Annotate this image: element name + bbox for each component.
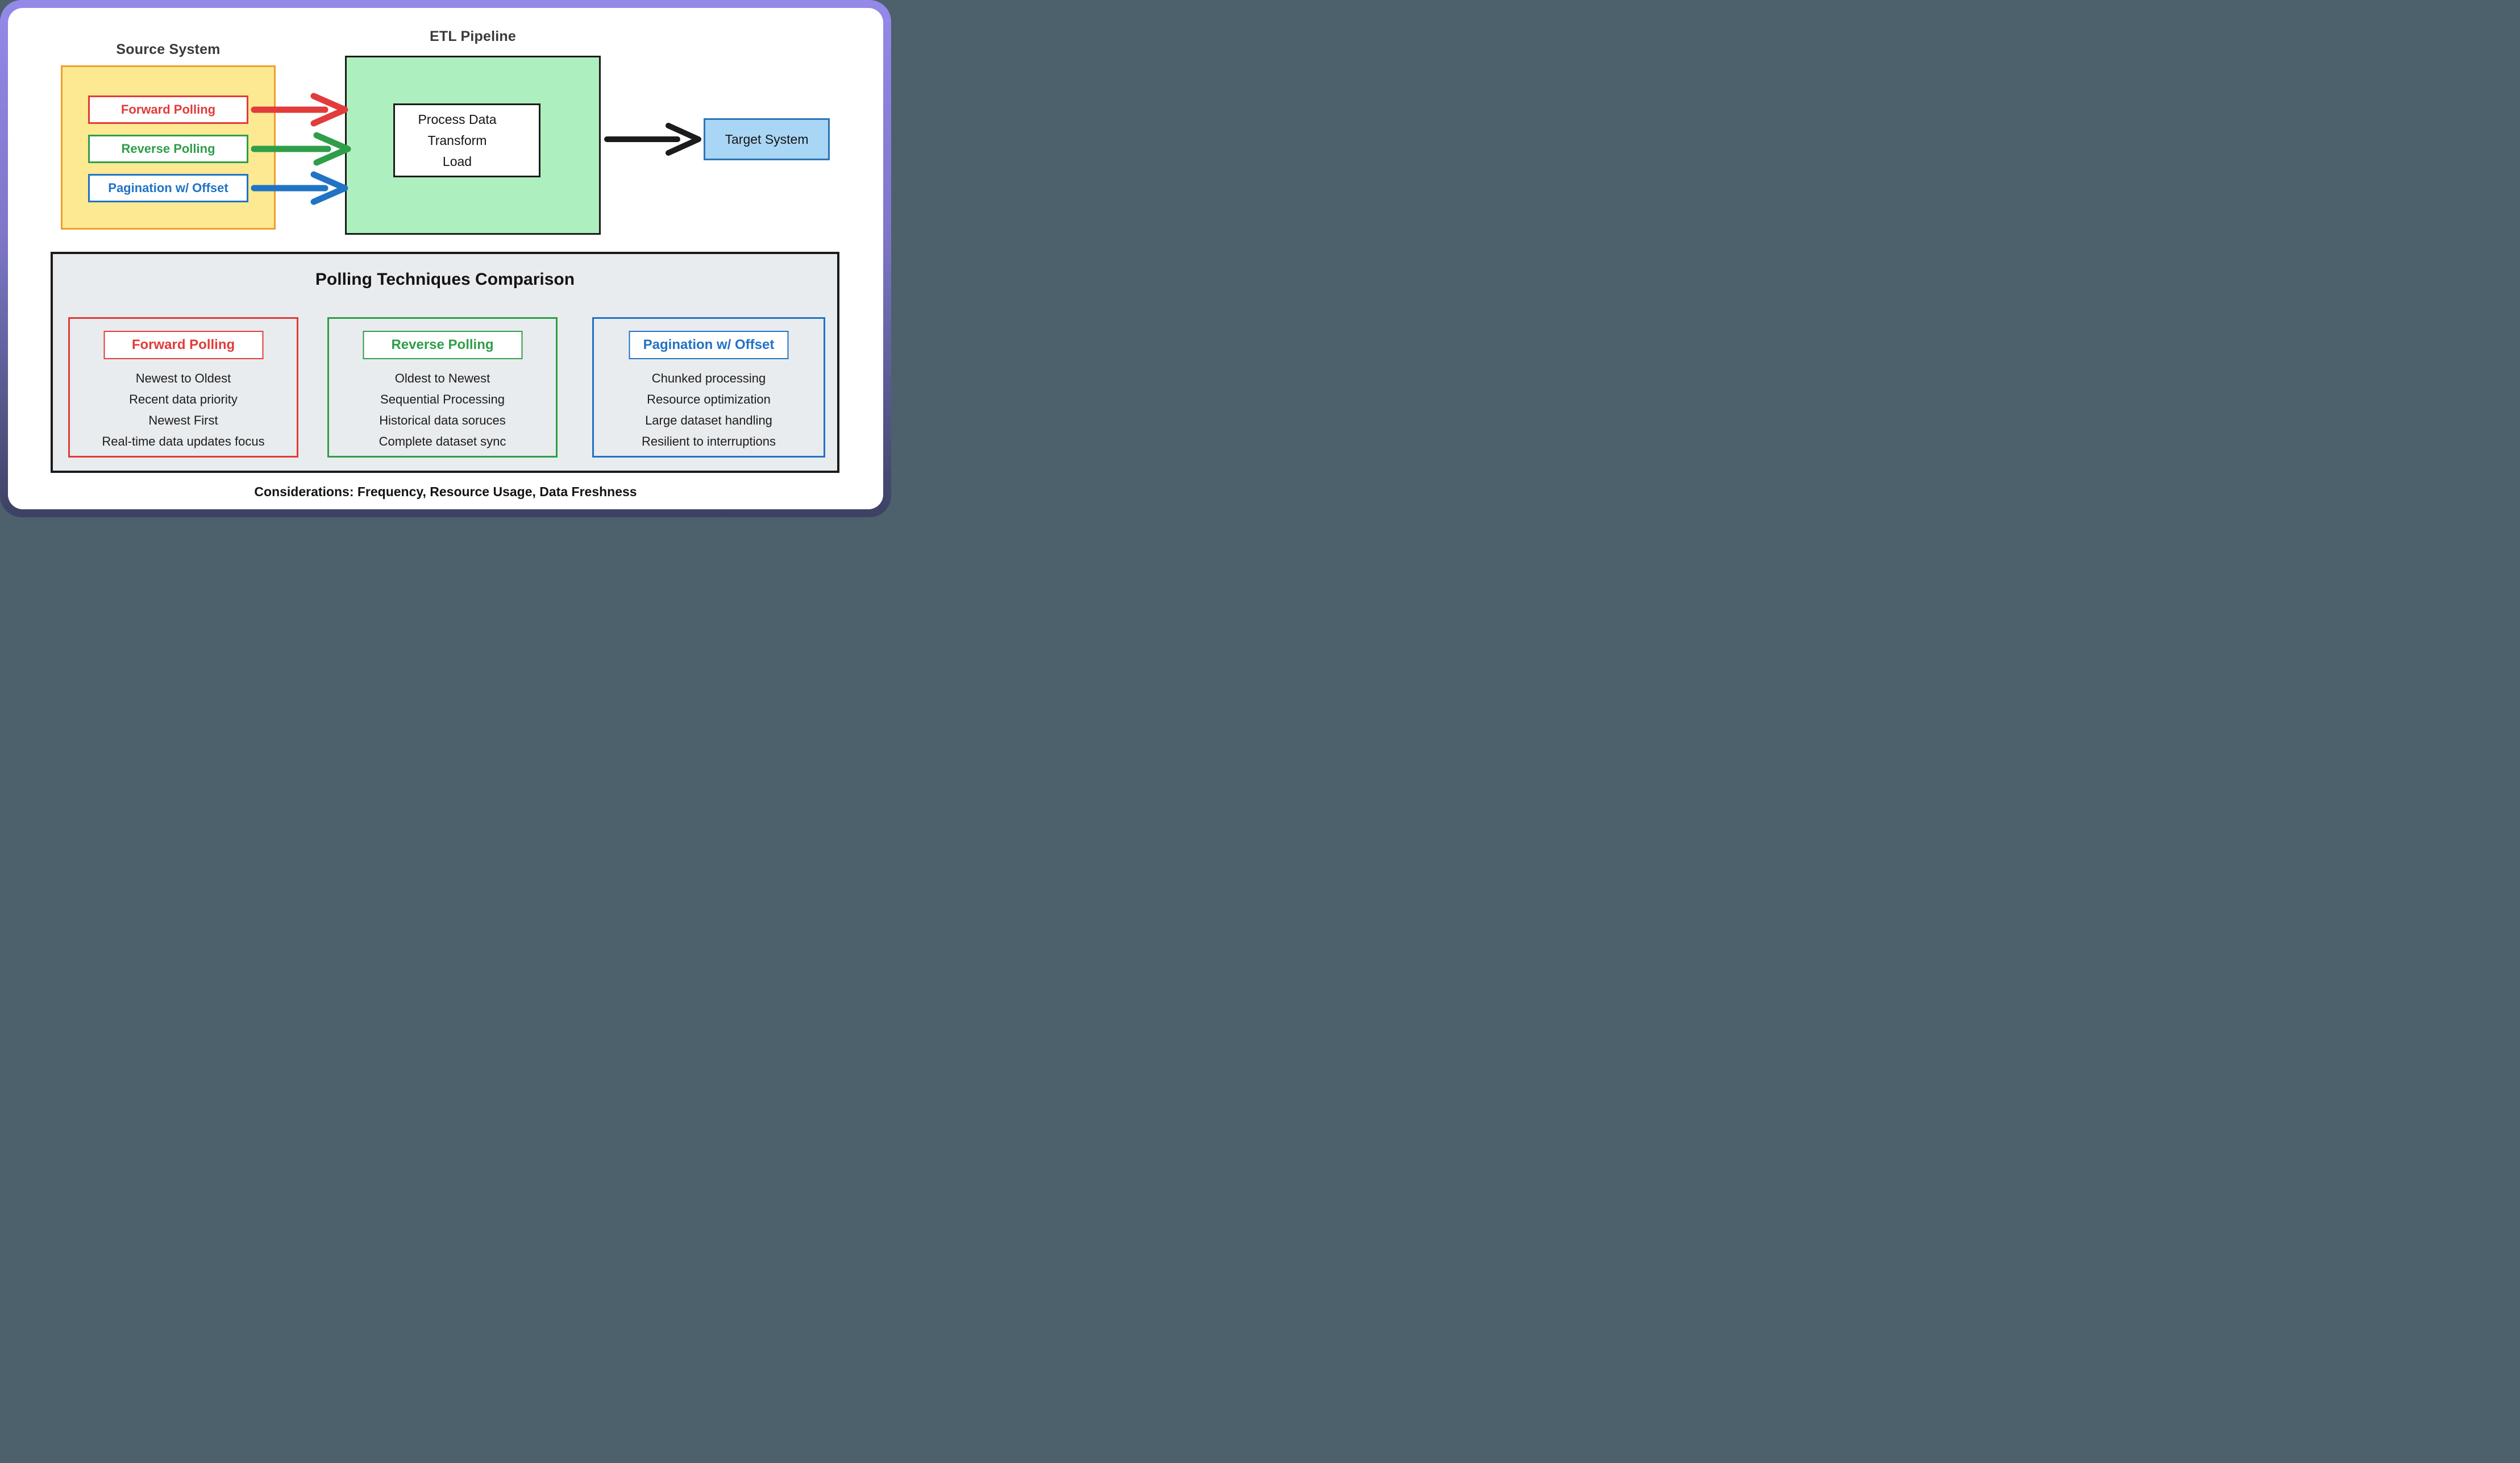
column-reverse-polling-header-label: Reverse Polling: [391, 337, 494, 352]
etl-pipeline-title: ETL Pipeline: [430, 28, 516, 44]
feature-item: Complete dataset sync: [379, 434, 506, 448]
column-pagination-offset: Pagination w/ Offset Chunked processing …: [592, 317, 825, 458]
source-item-forward-polling: Forward Polling: [88, 95, 248, 124]
reverse-polling-label: Reverse Polling: [121, 142, 215, 156]
source-item-pagination-offset: Pagination w/ Offset: [88, 174, 248, 202]
diagram-canvas: Source System Forward Polling Reverse Po…: [0, 0, 891, 517]
feature-item: Resource optimization: [647, 392, 771, 406]
process-step-3: Load: [442, 153, 472, 169]
process-step-1: Process Data: [418, 111, 497, 127]
process-box: Process Data Transform Load: [393, 103, 540, 177]
feature-item: Large dataset handling: [645, 413, 772, 427]
comparison-title: Polling Techniques Comparison: [315, 270, 575, 289]
column-forward-polling-header-label: Forward Polling: [131, 337, 235, 352]
column-pagination-offset-features: Chunked processing Resource optimization…: [594, 368, 824, 452]
pagination-offset-label: Pagination w/ Offset: [108, 181, 228, 195]
feature-item: Real-time data updates focus: [102, 434, 265, 448]
source-system-title: Source System: [116, 41, 221, 57]
comparison-panel: [51, 252, 839, 473]
column-reverse-polling-features: Oldest to Newest Sequential Processing H…: [329, 368, 556, 452]
feature-item: Newest First: [148, 413, 218, 427]
forward-polling-label: Forward Polling: [120, 102, 216, 117]
feature-item: Recent data priority: [129, 392, 238, 406]
feature-item: Resilient to interruptions: [641, 434, 776, 448]
column-forward-polling-header: Forward Polling: [103, 331, 263, 359]
source-item-reverse-polling: Reverse Polling: [88, 135, 248, 163]
process-step-2: Transform: [427, 132, 487, 148]
feature-item: Historical data soruces: [379, 413, 506, 427]
target-system-label: Target System: [725, 131, 809, 147]
feature-item: Newest to Oldest: [135, 371, 231, 385]
target-system-box: Target System: [704, 118, 830, 160]
considerations-note: Considerations: Frequency, Resource Usag…: [254, 484, 637, 499]
feature-item: Sequential Processing: [380, 392, 505, 406]
column-forward-polling: Forward Polling Newest to Oldest Recent …: [68, 317, 298, 458]
column-reverse-polling: Reverse Polling Oldest to Newest Sequent…: [327, 317, 558, 458]
column-forward-polling-features: Newest to Oldest Recent data priority Ne…: [70, 368, 297, 452]
feature-item: Oldest to Newest: [394, 371, 490, 385]
feature-item: Chunked processing: [651, 371, 766, 385]
column-reverse-polling-header: Reverse Polling: [363, 331, 522, 359]
column-pagination-offset-header-label: Pagination w/ Offset: [643, 337, 775, 352]
column-pagination-offset-header: Pagination w/ Offset: [629, 331, 789, 359]
